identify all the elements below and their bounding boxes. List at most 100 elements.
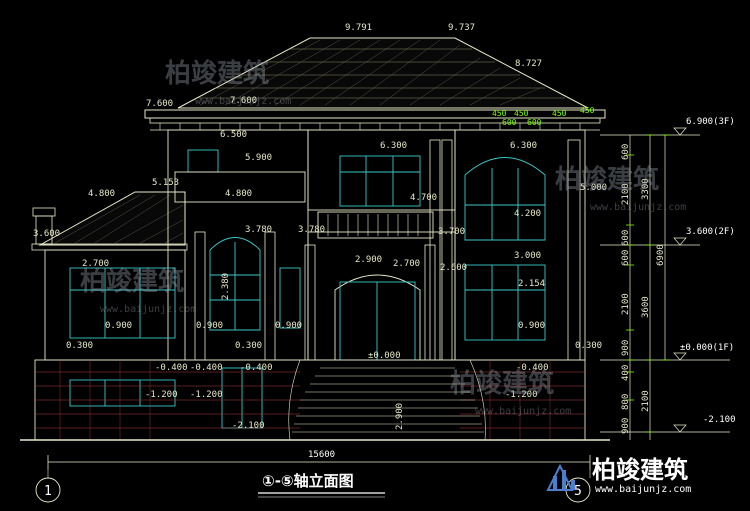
vertical-dim-labels: 600 2100 600 600 2100 900 400 800 900 33… — [621, 144, 666, 434]
elevation-label: 5.153 — [152, 178, 179, 188]
watermark-url: www.baijunjz.com — [100, 304, 196, 315]
elevation-label: 2.700 — [393, 259, 420, 269]
roof-level-label: 9.737 — [448, 23, 475, 33]
dim-total-label: 6900 — [656, 244, 666, 266]
left-wing-windows — [69, 267, 176, 407]
dim-chain-label: 2100 — [621, 293, 631, 315]
elevation-label: 0.900 — [518, 321, 545, 331]
elevation-label: -0.400 — [516, 363, 549, 373]
small-dim-label: 450 — [580, 106, 595, 115]
small-dim-label: 600 — [502, 118, 517, 127]
dim-chain-label: 600 — [621, 230, 631, 246]
watermark-url: www.baijunjz.com — [590, 202, 686, 213]
small-dim-label: 450 — [492, 109, 507, 118]
elevation-label: 3.600 — [33, 229, 60, 239]
elevation-label: 2.154 — [518, 279, 545, 289]
watermark-url: www.baijunjz.com — [195, 96, 291, 107]
watermark-brand: 柏竣建筑 — [555, 164, 659, 195]
elevation-label: 0.300 — [66, 341, 93, 351]
small-dim-label: 450 — [514, 109, 529, 118]
watermark-brand: 柏竣建筑 — [450, 368, 554, 399]
elevation-label: 2.900 — [355, 255, 382, 265]
elevation-label: 0.900 — [275, 321, 302, 331]
elevation-label: 6.300 — [510, 141, 537, 151]
drawing-title: ①-⑤轴立面图 — [258, 472, 385, 498]
elevation-label: 5.000 — [580, 183, 607, 193]
elevation-label: -1.200 — [145, 390, 178, 400]
elevation-label: 4.700 — [410, 193, 437, 203]
elevation-label: 0.900 — [105, 321, 132, 331]
dim-chain-label: 2100 — [641, 390, 651, 412]
right-windows — [464, 157, 546, 341]
level-lines — [600, 127, 730, 440]
brand-logo-icon — [546, 463, 575, 491]
roof-level-label: 7.600 — [146, 99, 173, 109]
elevation-label: 4.200 — [514, 209, 541, 219]
roof-level-labels: 9.791 9.737 8.727 7.600 7.600 6.500 — [146, 23, 542, 140]
elevation-label: -0.400 — [190, 363, 223, 373]
watermark-url: www.baijunjz.com — [475, 406, 571, 417]
axis-circle — [35, 477, 61, 503]
entrance-stairs — [288, 359, 486, 441]
watermark-brand: 柏竣建筑 — [165, 58, 269, 89]
elevation-label: 3.780 — [245, 225, 272, 235]
small-dim-label: 450 — [552, 109, 567, 118]
level-mark-labels: 6.900(3F) 3.600(2F) ±0.000(1F) -2.100 — [680, 117, 736, 425]
dim-chain-label: 900 — [621, 340, 631, 356]
elevation-label: 3.780 — [298, 225, 325, 235]
elevation-label: -0.400 — [240, 363, 273, 373]
brand-logo: 柏竣建筑 www.baijunjz.com — [546, 456, 691, 495]
elevation-label: -0.400 — [155, 363, 188, 373]
dim-chain-label: 800 — [621, 394, 631, 410]
elevation-label: -1.200 — [505, 390, 538, 400]
small-dim-labels: 450 450 600 450 600 450 — [492, 106, 595, 127]
title-text: ①-⑤轴立面图 — [262, 472, 354, 490]
roof-level-label: 6.500 — [220, 130, 247, 140]
elevation-label: 0.300 — [575, 341, 602, 351]
ground-and-dimension — [20, 439, 610, 478]
roof-level-label: 9.791 — [345, 23, 372, 33]
axis-left-label: 1 — [44, 484, 52, 499]
elevation-label: 4.800 — [225, 189, 252, 199]
logo-brand-text: 柏竣建筑 — [592, 456, 688, 484]
axis-right-label: 5 — [574, 484, 582, 499]
level-mark-label: -2.100 — [703, 415, 736, 425]
dim-chain-label: 400 — [621, 365, 631, 381]
roof-level-label: 8.727 — [515, 59, 542, 69]
roof-level-label: 7.600 — [230, 96, 257, 106]
stone-base — [34, 359, 586, 441]
overall-width-label: 15600 — [308, 450, 335, 460]
elevation-labels: 6.300 6.300 5.900 5.153 5.000 4.800 4.80… — [33, 141, 607, 431]
overall-dimension: 15600 — [308, 450, 335, 460]
dim-chain-label: 3300 — [641, 178, 651, 200]
elevation-label: 2.600 — [440, 263, 467, 273]
elevation-label: -1.200 — [190, 390, 223, 400]
level-mark-label: 6.900(3F) — [686, 117, 735, 127]
watermarks: 柏竣建筑 www.baijunjz.com 柏竣建筑 www.baijunjz.… — [80, 58, 686, 417]
elevation-label: 4.800 — [88, 189, 115, 199]
dim-chain-label: 3600 — [641, 296, 651, 318]
elevation-label: 0.900 — [196, 321, 223, 331]
elevation-label: 0.300 — [235, 341, 262, 351]
dim-chain-label: 600 — [621, 250, 631, 266]
level-mark-label: 3.600(2F) — [686, 227, 735, 237]
small-dim-label: 600 — [527, 118, 542, 127]
center-windows — [174, 149, 306, 429]
level-mark-label: ±0.000(1F) — [680, 343, 734, 353]
elevation-label: 3.700 — [438, 227, 465, 237]
elevation-label: ±0.000 — [368, 351, 401, 361]
logo-url-text: www.baijunjz.com — [595, 484, 691, 495]
elevation-label: 2.380 — [221, 273, 231, 300]
center-bay — [317, 155, 434, 361]
dim-chain-label: 900 — [621, 418, 631, 434]
elevation-label: 3.000 — [514, 251, 541, 261]
elevation-label: 2.700 — [82, 259, 109, 269]
lower-left-roof — [31, 191, 188, 251]
elevation-label: 6.300 — [380, 141, 407, 151]
dim-chain-label: 2100 — [621, 183, 631, 205]
elevation-label: 2.900 — [395, 403, 405, 430]
watermark-brand: 柏竣建筑 — [80, 266, 184, 297]
dim-chain-label: 600 — [621, 144, 631, 160]
elevation-label: 5.900 — [245, 153, 272, 163]
